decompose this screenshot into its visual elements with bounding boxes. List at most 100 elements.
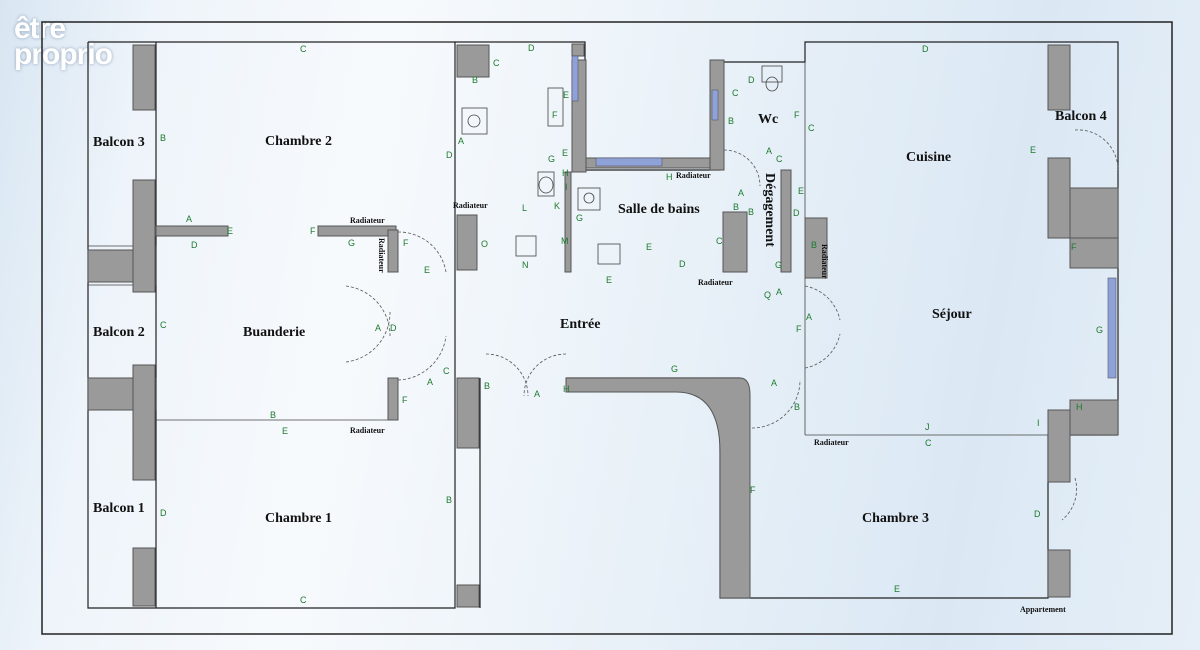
wall-marker: F [552, 110, 558, 120]
watermark-line-2: proprio [14, 38, 113, 71]
wall-marker: B [446, 495, 452, 505]
wall-marker: E [563, 90, 569, 100]
wall-marker: F [1071, 242, 1077, 252]
wall-marker: E [646, 242, 652, 252]
wall-marker: E [424, 265, 430, 275]
wall-marker: D [390, 323, 397, 333]
room-label-sejour: Séjour [932, 307, 972, 322]
wall-marker: C [716, 236, 723, 246]
wall-marker: E [894, 584, 900, 594]
radiateur-label: Radiateur [350, 426, 385, 435]
wall-marker: B [728, 116, 734, 126]
wall-marker: N [522, 260, 529, 270]
room-label-balcon-2: Balcon 2 [93, 325, 145, 340]
wall-marker: G [671, 364, 678, 374]
wall-marker: A [771, 378, 777, 388]
wall-marker: E [282, 426, 288, 436]
wall-marker: D [679, 259, 686, 269]
wall-marker: G [348, 238, 355, 248]
wall-marker: G [548, 154, 555, 164]
wall-marker: O [481, 239, 488, 249]
wall-marker: B [270, 410, 276, 420]
windows [571, 55, 1117, 379]
room-label-balcon-4: Balcon 4 [1055, 109, 1107, 124]
room-label-chambre-3: Chambre 3 [862, 511, 929, 526]
watermark-line-1: être [14, 12, 66, 45]
radiateur-label: Radiateur [377, 238, 386, 273]
wall-marker: D [528, 43, 535, 53]
wall-marker: D [191, 240, 198, 250]
wall-marker: B [811, 240, 817, 250]
wall-marker: E [1030, 145, 1036, 155]
room-label-chambre-2: Chambre 2 [265, 134, 332, 149]
radiateur-label: Radiateur [814, 438, 849, 447]
wall-marker: F [402, 395, 408, 405]
annotation-labels: Radiateur Radiateur Radiateur Radiateur … [350, 171, 1066, 614]
wall-marker: B [472, 75, 478, 85]
wall-marker: F [794, 110, 800, 120]
wall-marker: H [1076, 402, 1083, 412]
wall-marker: A [458, 136, 464, 146]
wall-marker: C [300, 595, 307, 605]
wall-marker: C [160, 320, 167, 330]
room-label-salle-de-bains: Salle de bains [618, 202, 700, 217]
wall-marker: A [427, 377, 433, 387]
room-label-chambre-1: Chambre 1 [265, 511, 332, 526]
wall-marker: A [738, 188, 744, 198]
room-label-balcon-3: Balcon 3 [93, 135, 145, 150]
wall-marker: H [562, 168, 569, 178]
wall-marker: D [793, 208, 800, 218]
appartement-label: Appartement [1020, 605, 1066, 614]
wall-marker: G [1096, 325, 1103, 335]
wall-marker: F [750, 485, 756, 495]
wall-marker: A [766, 146, 772, 156]
wall-marker: C [808, 123, 815, 133]
sanitary-fixtures [461, 65, 783, 265]
wall-marker: E [798, 186, 804, 196]
wall-markers: C B A D E F G F E C A D F B E A C B D C … [160, 43, 1103, 605]
wall-marker: A [534, 389, 540, 399]
wall-marker: A [806, 312, 812, 322]
room-label-wc: Wc [758, 112, 778, 127]
room-label-balcon-1: Balcon 1 [93, 501, 145, 516]
wall-marker: A [776, 287, 782, 297]
wall-marker: D [922, 44, 929, 54]
wall-marker: D [160, 508, 167, 518]
door-swings [345, 129, 1119, 521]
wall-marker: F [796, 324, 802, 334]
radiateur-label: Radiateur [453, 201, 488, 210]
wall-marker: I [565, 182, 568, 192]
wall-marker: M [561, 236, 569, 246]
wall-marker: C [925, 438, 932, 448]
wall-marker: E [606, 275, 612, 285]
radiateur-label: Radiateur [676, 171, 711, 180]
wall-marker: A [375, 323, 381, 333]
wall-marker: F [403, 238, 409, 248]
wall-marker: C [443, 366, 450, 376]
wall-marker: L [522, 203, 527, 213]
wall-marker: B [484, 381, 490, 391]
room-label-cuisine: Cuisine [906, 150, 951, 165]
wall-marker: D [1034, 509, 1041, 519]
wall-marker: C [300, 44, 307, 54]
room-label-degagement: Dégagement [762, 173, 777, 247]
wall-marker: C [776, 154, 783, 164]
room-label-entree: Entrée [560, 317, 600, 332]
wall-marker: H [666, 172, 673, 182]
wall-marker: G [775, 260, 782, 270]
wall-marker: K [554, 201, 560, 211]
wall-marker: B [794, 402, 800, 412]
wall-marker: C [493, 58, 500, 68]
wall-marker: C [732, 88, 739, 98]
page-frame [41, 21, 1173, 635]
room-labels: Balcon 3 Chambre 2 Balcon 2 Buanderie Ba… [93, 109, 1107, 526]
wall-marker: B [748, 207, 754, 217]
wall-marker: D [748, 75, 755, 85]
wall-marker: Q [764, 290, 771, 300]
wall-marker: B [160, 133, 166, 143]
wall-marker: J [925, 422, 930, 432]
etre-proprio-watermark: être proprio [14, 12, 113, 71]
wall-marker: D [446, 150, 453, 160]
wall-marker: H [563, 384, 570, 394]
